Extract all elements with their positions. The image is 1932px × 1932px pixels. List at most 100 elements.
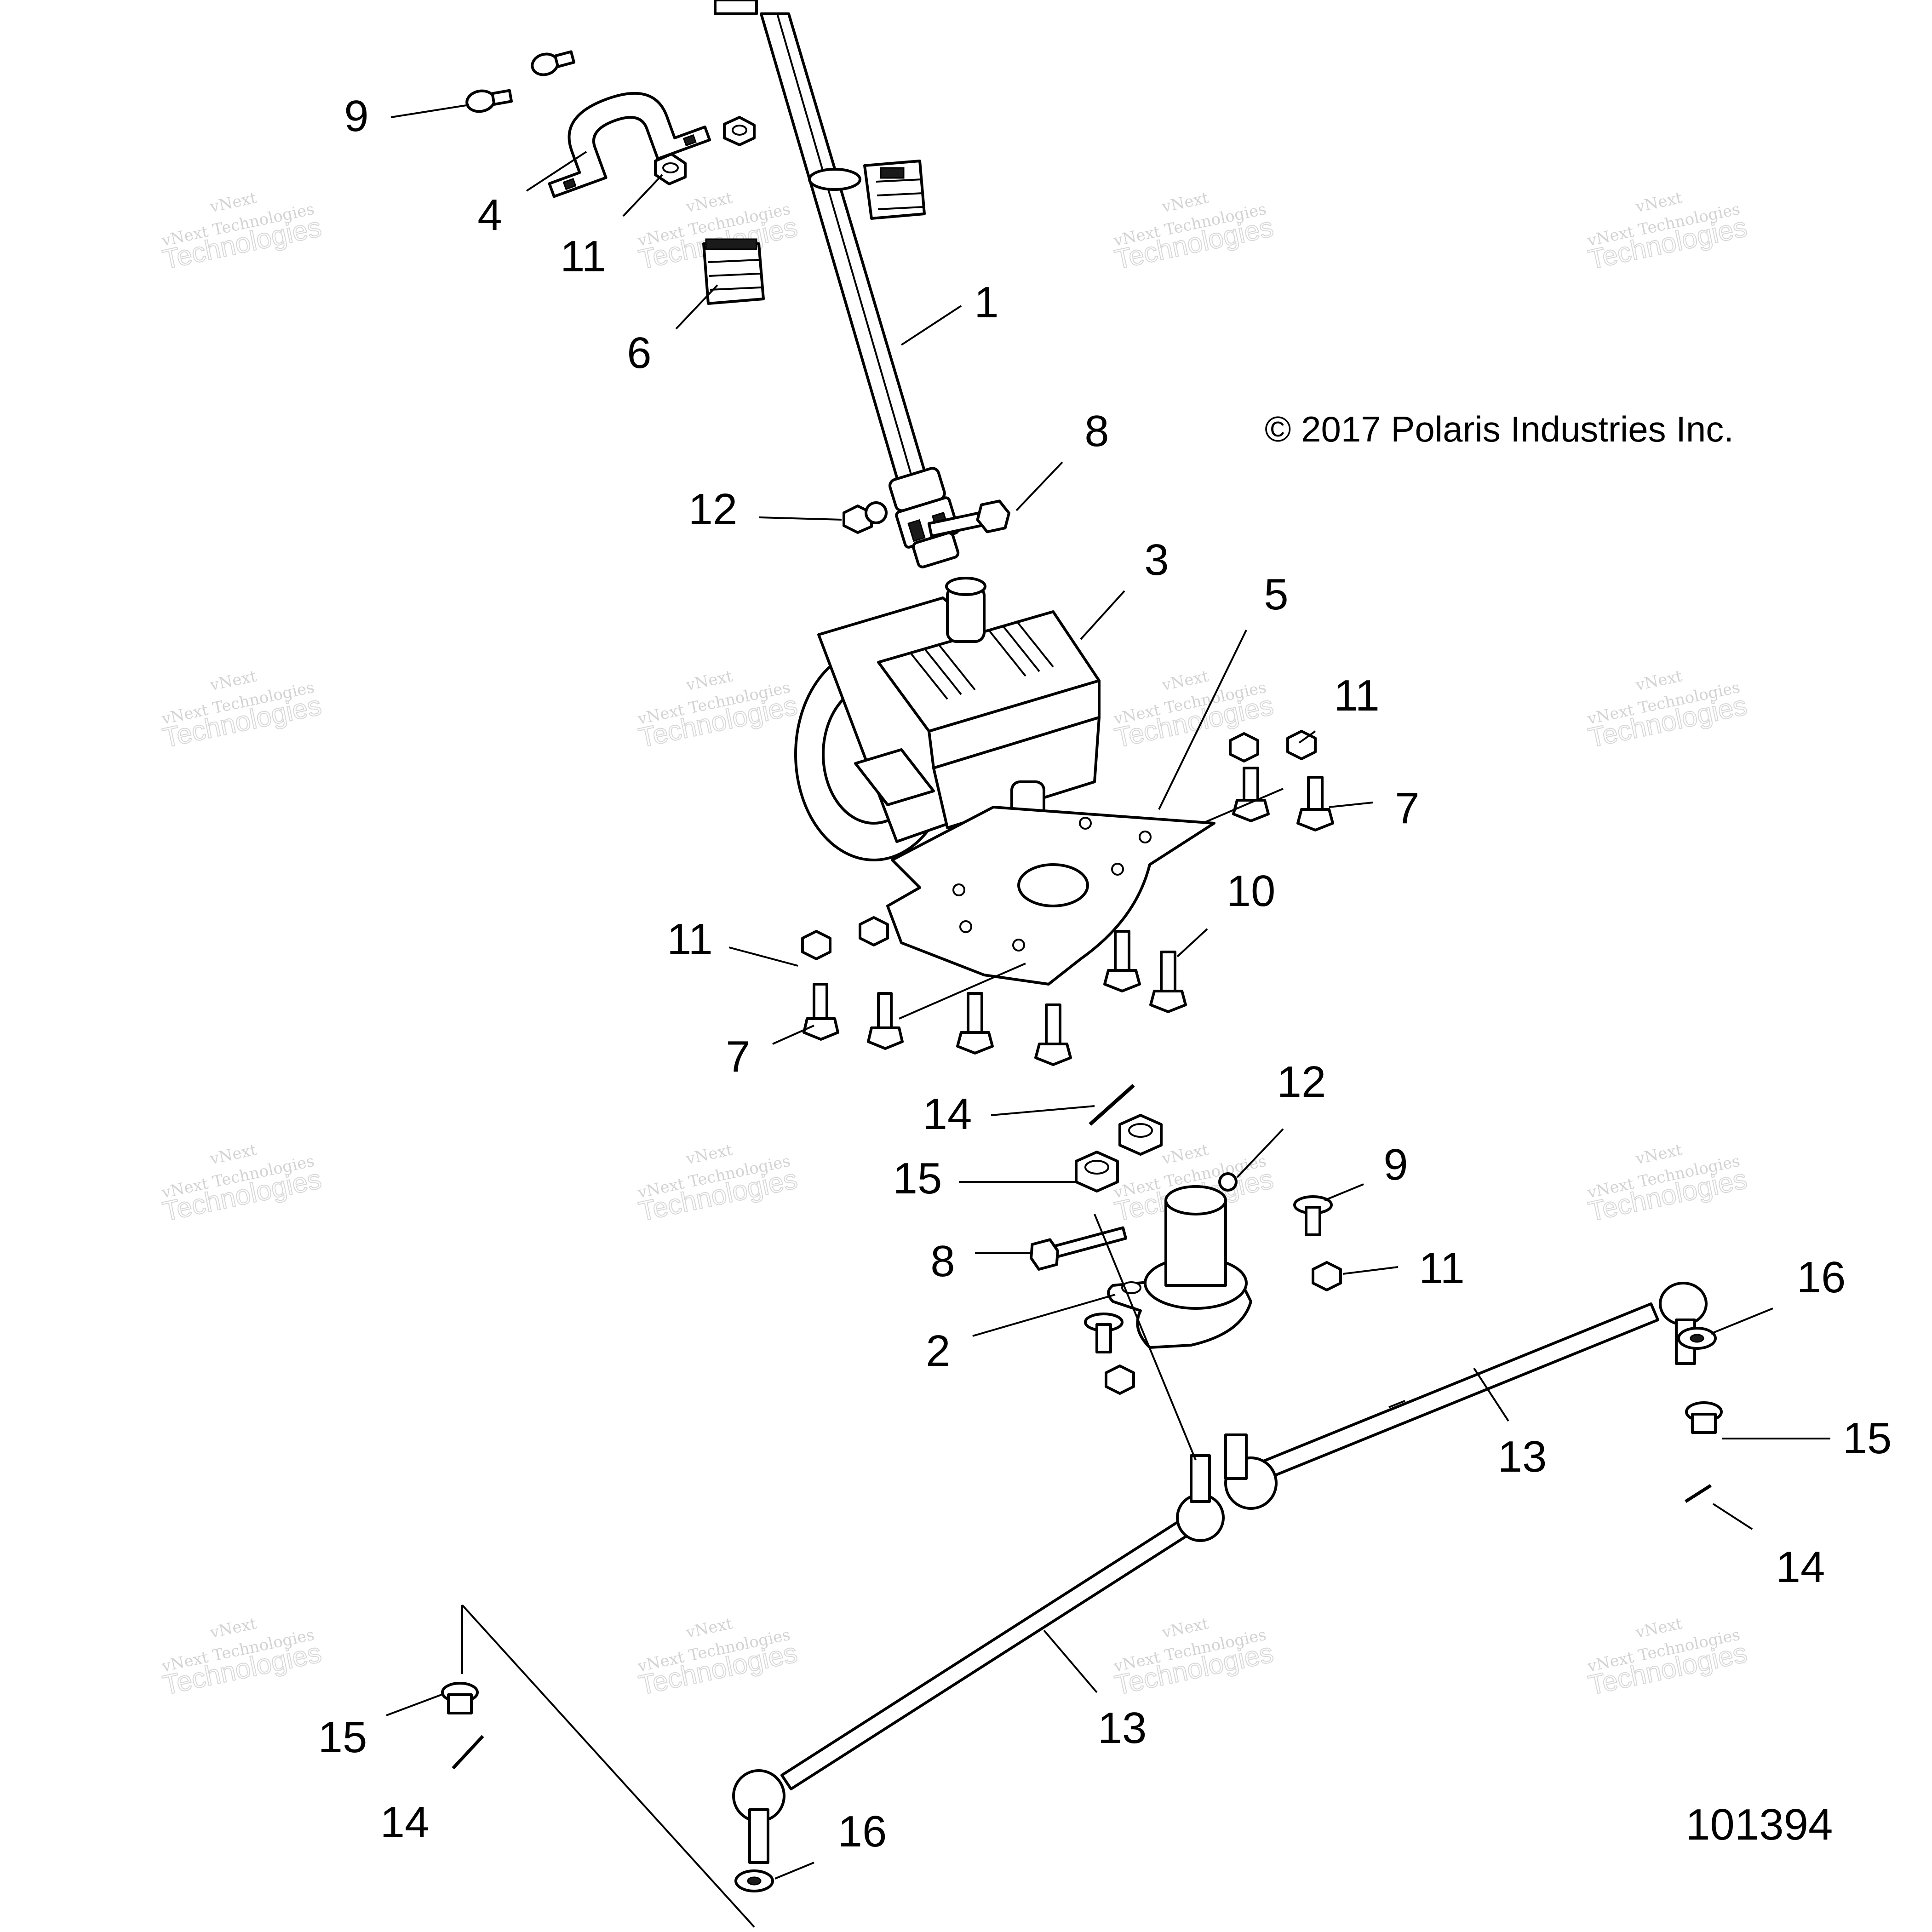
svg-text:vNext: vNext [208,189,258,217]
callout-8: 8 [930,1237,955,1286]
plate-bolt [1296,776,1334,831]
cotter-pin-left [452,1735,484,1770]
castle-nut [1075,1151,1119,1192]
shaft-clamp [548,92,711,198]
watermark: vNext vNext Technologies Technologies [160,667,325,754]
svg-text:vNext: vNext [1160,189,1210,217]
callout-16: 16 [838,1807,887,1856]
svg-text:vNext: vNext [684,1614,734,1642]
cotter-pin [1089,1084,1135,1126]
bolt [465,89,513,113]
callout-11: 11 [1334,671,1380,720]
svg-text:vNext: vNext [1160,1614,1210,1642]
copyright-text: © 2017 Polaris Industries Inc. [1265,409,1734,449]
watermark: vNext vNext Technologies Technologies [1112,189,1277,275]
castle-nut [1118,1114,1163,1156]
watermark: vNext vNext Technologies Technologies [160,1614,325,1701]
plate-bolt [803,983,839,1041]
svg-text:vNext: vNext [208,667,258,695]
callout-16: 16 [1797,1253,1846,1302]
callout-9: 9 [344,92,368,141]
plate-bolt [1232,767,1270,822]
callout-6: 6 [627,328,651,378]
svg-text:vNext: vNext [1634,189,1684,217]
callout-12: 12 [1277,1057,1326,1106]
svg-text:vNext: vNext [684,1141,734,1169]
plate-nut [1229,732,1259,762]
callout-11: 11 [1419,1244,1465,1293]
watermark: vNext vNext Technologies Technologies [1585,667,1750,754]
plate-bolt [1149,951,1187,1013]
svg-text:vNext: vNext [684,667,734,695]
pinch-bolt [927,499,1011,538]
svg-text:vNext: vNext [1634,1614,1684,1642]
callout-5: 5 [1264,570,1288,619]
callout-12: 12 [688,485,738,534]
pitman-nut-12 [1218,1172,1238,1192]
figure-number: 101394 [1685,1800,1833,1849]
callout-14: 14 [1776,1542,1825,1592]
watermark: vNext vNext Technologies Technologies [636,667,801,754]
plate-nut [1286,730,1317,760]
cotter-pin-right [1685,1484,1712,1503]
plate-bolt [867,992,904,1050]
callout-15: 15 [1843,1414,1892,1463]
callout-10: 10 [1227,866,1276,916]
svg-text:vNext: vNext [208,1141,258,1169]
pitman-arm [1107,1185,1252,1349]
tie-rod-right [1224,1282,1708,1510]
callouts: 9 4 11 6 1 8 12 3 5 11 7 10 11 7 14 12 1… [318,92,1892,1856]
watermark: vNext vNext Technologies Technologies [1585,1614,1750,1701]
callout-14: 14 [923,1089,972,1139]
svg-text:vNext: vNext [1634,667,1684,695]
callout-8: 8 [1084,407,1109,456]
plate-bolt [956,992,994,1055]
pitman-bolt [1030,1226,1127,1271]
assembly-line [461,1214,1197,1928]
cooling-fins [910,620,1054,700]
pitman-bolt-lower [1084,1313,1124,1353]
plate-nut [801,930,831,960]
watermark: vNext vNext Technologies Technologies [1112,1614,1277,1701]
svg-text:vNext: vNext [1634,1141,1684,1169]
watermark: vNext vNext Technologies Technologies [1585,189,1750,275]
callout-1: 1 [974,278,998,327]
pitman-nut-11 [1312,1261,1342,1291]
rubber-bushing [863,160,926,220]
pitman-nut-lower [1105,1364,1135,1395]
nut [654,153,687,185]
callout-9: 9 [1383,1140,1408,1189]
svg-text:vNext: vNext [684,189,734,217]
watermark: vNext vNext Technologies Technologies [636,1141,801,1227]
callout-14: 14 [380,1798,430,1847]
watermark: vNext vNext Technologies Technologies [160,189,325,275]
callout-3: 3 [1144,535,1169,585]
washer-left [734,1869,774,1892]
leader-lines [386,104,1830,1880]
pinch-bolt-nut [843,501,888,534]
nut [723,116,756,146]
plate-nut [859,916,889,946]
callout-15: 15 [893,1154,942,1203]
svg-text:vNext: vNext [1160,1141,1210,1169]
callout-4: 4 [477,190,502,240]
callout-13: 13 [1498,1432,1547,1481]
svg-text:vNext: vNext [208,1614,258,1642]
bolt [531,50,575,76]
svg-text:vNext: vNext [1160,667,1210,695]
callout-13: 13 [1098,1703,1147,1753]
washer-right [1677,1327,1717,1350]
pitman-bolt-9 [1293,1195,1333,1236]
watermark: vNext vNext Technologies Technologies [636,1614,801,1701]
watermark: vNext vNext Technologies Technologies [1585,1141,1750,1227]
castle-nut-left [441,1682,479,1714]
callout-7: 7 [726,1032,750,1081]
plate-bolt [1103,930,1141,992]
castle-nut-right [1685,1401,1723,1434]
plate-bolt [1034,1003,1072,1066]
tie-rod-left [732,1454,1225,1864]
power-steering-unit [794,577,1101,861]
callout-15: 15 [318,1713,367,1762]
callout-11: 11 [560,232,606,281]
